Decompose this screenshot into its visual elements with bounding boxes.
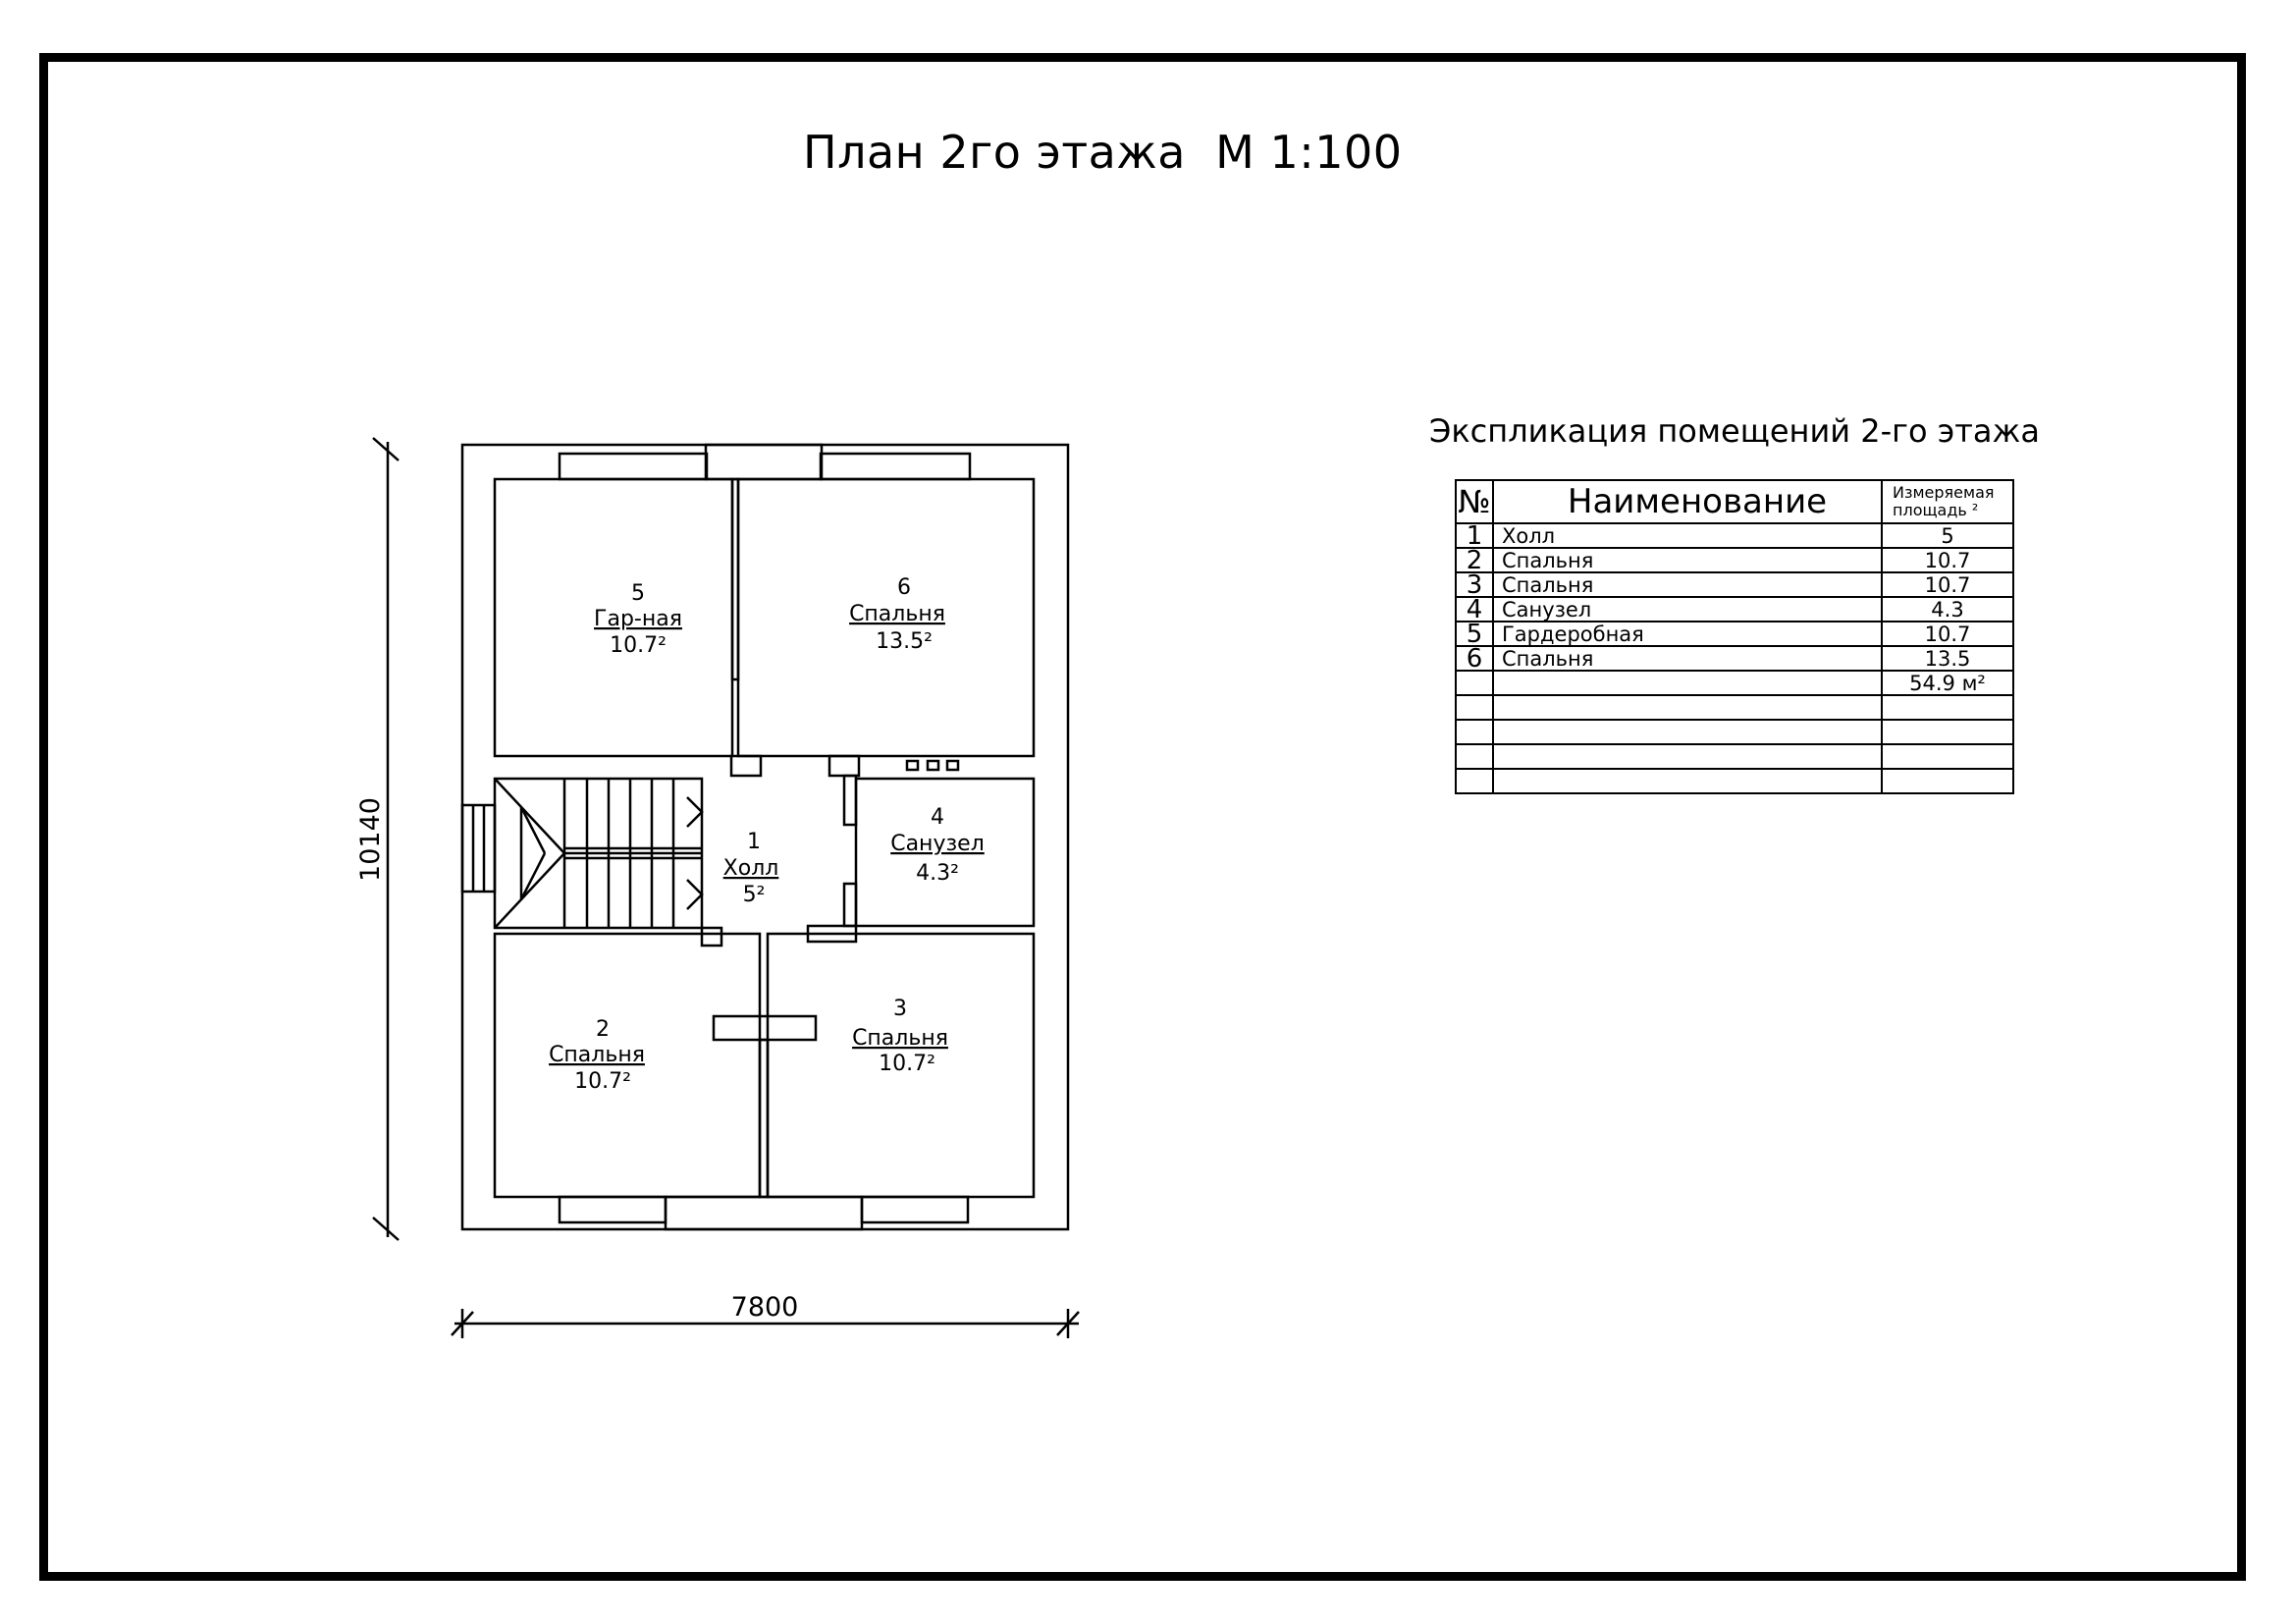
row-name: Холл (1492, 522, 1883, 549)
total-row: 54.9 м² (1455, 670, 2014, 696)
row-number: 6 (1455, 645, 1494, 672)
room-labels: 5 Гар-ная 10.7² 6 Спальня 13.5² 1 Холл 5… (549, 575, 985, 1094)
room-name: Гар-ная (594, 607, 682, 631)
header-area: Измеряемая площадь ² (1881, 479, 2014, 524)
room-area: 10.7² (879, 1052, 935, 1076)
room-area: 5² (743, 883, 766, 907)
width-dimension (451, 1309, 1080, 1338)
row-name: Спальня (1492, 547, 1883, 573)
table-row: 6 Спальня 13.5 (1455, 645, 2014, 672)
row-name: Спальня (1492, 645, 1883, 672)
explication-title: Экспликация помещений 2-го этажа (1429, 412, 2040, 450)
room-area: 10.7² (610, 633, 667, 658)
plan-walls (460, 443, 1070, 1231)
empty-row (1455, 768, 2014, 794)
table-row: 1 Холл 5 (1455, 522, 2014, 549)
table-row: 5 Гардеробная 10.7 (1455, 621, 2014, 647)
table-row: 3 Спальня 10.7 (1455, 571, 2014, 598)
row-name: Спальня (1492, 571, 1883, 598)
row-area: 4.3 (1881, 596, 2014, 623)
room-4-walls (854, 777, 1036, 928)
total-area: 54.9 м² (1881, 670, 2014, 696)
header-area-line2: площадь ² (1893, 501, 1979, 519)
room-label-3: 3 Спальня 10.7² (852, 997, 948, 1076)
empty-row (1455, 719, 2014, 745)
row-number: 3 (1455, 571, 1494, 598)
room-number: 6 (897, 575, 911, 600)
room-label-1: 1 Холл 5² (723, 830, 779, 907)
room-area: 10.7² (574, 1069, 631, 1094)
height-dimension (372, 437, 400, 1241)
header-area-line1: Измеряемая (1893, 483, 1995, 502)
room-number: 2 (596, 1017, 610, 1042)
table-header-row: № Наименование Измеряемая площадь ² (1455, 479, 2014, 524)
row-name: Гардеробная (1492, 621, 1883, 647)
row-number: 2 (1455, 547, 1494, 573)
room-number: 3 (893, 997, 907, 1021)
sheet-title: План 2го этажа М 1:100 (803, 126, 1403, 179)
row-number: 4 (1455, 596, 1494, 623)
room-number: 1 (747, 830, 761, 854)
table-row: 2 Спальня 10.7 (1455, 547, 2014, 573)
header-number: № (1455, 479, 1494, 524)
row-number: 1 (1455, 522, 1494, 549)
row-area: 10.7 (1881, 547, 2014, 573)
room-number: 5 (631, 581, 645, 606)
row-area: 10.7 (1881, 571, 2014, 598)
room-name: Спальня (852, 1026, 948, 1051)
height-dimension-label: 10140 (355, 797, 386, 882)
table-row: 4 Санузел 4.3 (1455, 596, 2014, 623)
row-name: Санузел (1492, 596, 1883, 623)
sheet-frame (39, 53, 2246, 1581)
room-label-6: 6 Спальня 13.5² (849, 575, 945, 654)
empty-row (1455, 694, 2014, 721)
room-name: Спальня (849, 602, 945, 626)
width-dimension-label: 7800 (731, 1292, 799, 1323)
room-name: Санузел (890, 832, 985, 856)
row-area: 13.5 (1881, 645, 2014, 672)
room-name: Спальня (549, 1043, 645, 1067)
row-area: 5 (1881, 522, 2014, 549)
room-label-4: 4 Санузел 4.3² (890, 805, 985, 886)
row-area: 10.7 (1881, 621, 2014, 647)
row-number: 5 (1455, 621, 1494, 647)
empty-row (1455, 743, 2014, 770)
room-number: 4 (931, 805, 944, 830)
room-area: 4.3² (916, 861, 959, 886)
room-area: 13.5² (876, 629, 933, 654)
header-name: Наименование (1492, 479, 1883, 524)
room-label-2: 2 Спальня 10.7² (549, 1017, 645, 1094)
explication-table: № Наименование Измеряемая площадь ² 1 Хо… (1455, 479, 2014, 794)
room-name: Холл (723, 856, 779, 881)
room-label-5: 5 Гар-ная 10.7² (594, 581, 682, 658)
